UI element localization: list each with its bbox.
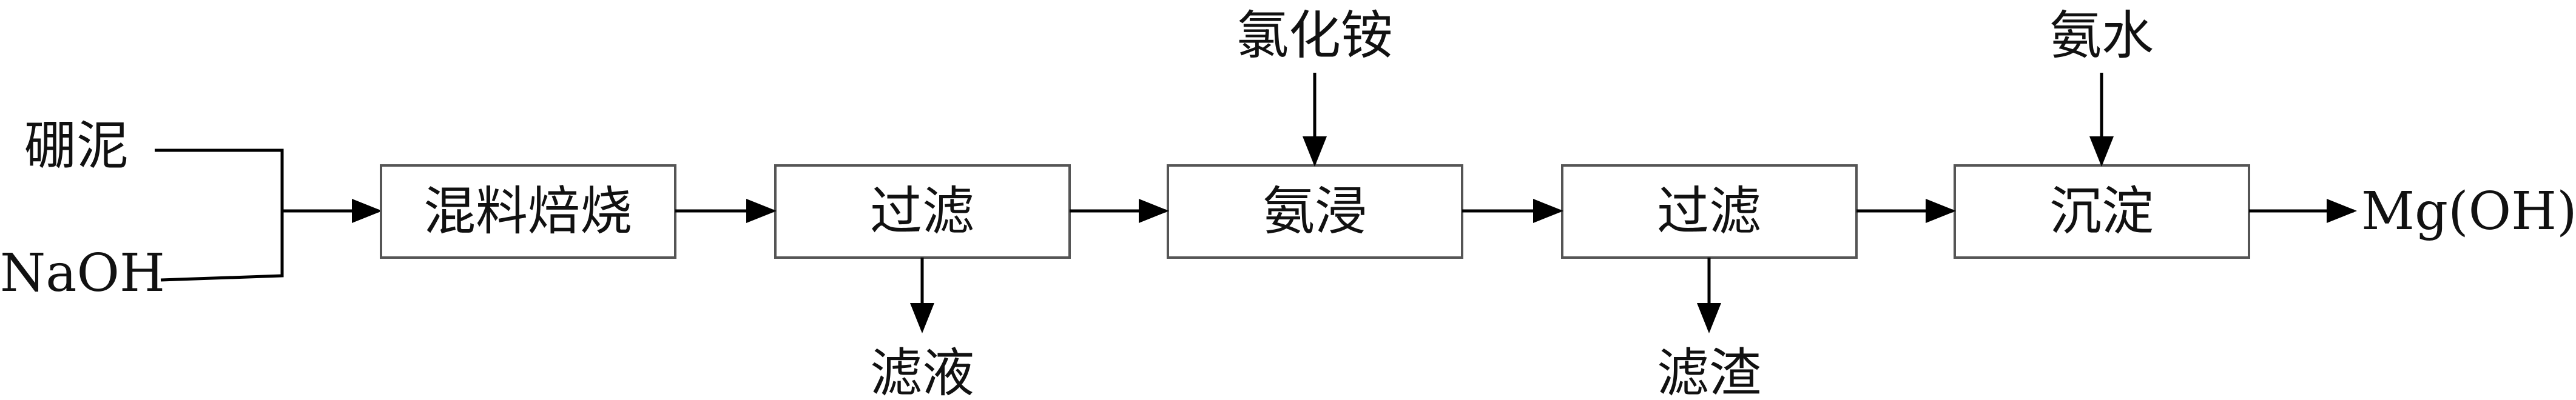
input-boron-mud: 硼泥 bbox=[24, 116, 129, 176]
step-label-2: 过滤 bbox=[870, 181, 974, 242]
reagent-ammonia-water: 氨水 bbox=[2049, 5, 2154, 66]
step-box-2 bbox=[774, 164, 1071, 259]
step-label-5: 沉淀 bbox=[2049, 181, 2154, 242]
input-merge-bracket bbox=[155, 148, 284, 282]
product-formula: Mg(OH) bbox=[2361, 181, 2576, 242]
output-product: Mg(OH)2 bbox=[2361, 181, 2576, 251]
output-filtrate: 滤液 bbox=[870, 343, 974, 400]
step-label-4: 过滤 bbox=[1657, 181, 1761, 242]
step-label-1: 混料焙烧 bbox=[423, 181, 632, 242]
reagent-ammonium-chloride: 氯化铵 bbox=[1236, 5, 1393, 66]
output-residue: 滤渣 bbox=[1657, 343, 1761, 400]
input-naoh: NaOH bbox=[0, 243, 165, 304]
step-label-3: 氨浸 bbox=[1263, 181, 1367, 242]
